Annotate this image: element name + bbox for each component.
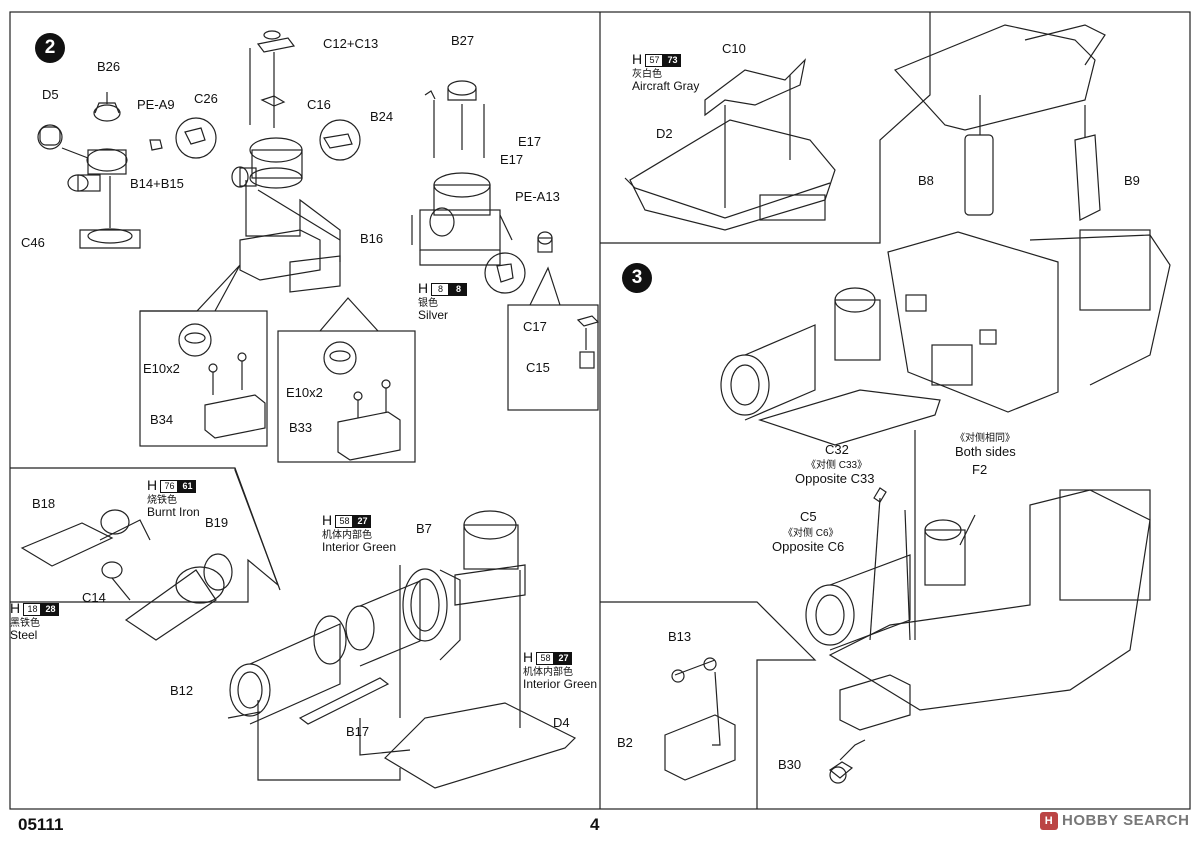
part-label-b16: B16	[360, 231, 384, 246]
opposite-c6-cn: 《对侧 C6》	[783, 528, 839, 539]
part-label-c5: C5	[800, 509, 817, 524]
part-label-c10: C10	[722, 41, 746, 56]
opposite-c33-cn: 《对侧 C33》	[806, 460, 868, 471]
part-label-b8: B8	[918, 173, 934, 188]
part-label-b24: B24	[370, 109, 394, 124]
part-label-c32: C32	[825, 442, 849, 457]
both-sides: Both sides	[955, 444, 1016, 459]
part-label-d4: D4	[553, 715, 570, 730]
part-label-f2: F2	[972, 462, 988, 477]
part-label-c46: C46	[21, 235, 45, 250]
part-label-b17: B17	[346, 724, 370, 739]
part-label-e17-top: E17	[518, 134, 542, 149]
part-label-c12-c13: C12+C13	[323, 36, 379, 51]
part-label-d2: D2	[656, 126, 673, 141]
part-label-b7: B7	[416, 521, 432, 536]
kit-code: 05111	[18, 815, 64, 834]
part-label-e10x2-right: E10x2	[286, 385, 323, 400]
part-label-b18: B18	[32, 496, 56, 511]
part-label-pe-a9: PE-A9	[137, 97, 175, 112]
part-label-b34: B34	[150, 412, 174, 427]
page-number: 4	[590, 815, 600, 834]
part-label-b30: B30	[778, 757, 802, 772]
part-label-e17-bottom: E17	[500, 152, 524, 167]
opposite-c33: Opposite C33	[795, 471, 875, 486]
part-label-e10x2-left: E10x2	[143, 361, 180, 376]
part-label-b12: B12	[170, 683, 194, 698]
part-label-b27: B27	[451, 33, 475, 48]
part-label-b26: B26	[97, 59, 121, 74]
part-label-c16: C16	[307, 97, 331, 112]
part-label-pe-a13: PE-A13	[515, 189, 560, 204]
step-number-3: 3	[622, 263, 652, 293]
part-label-c17: C17	[523, 319, 547, 334]
part-label-b19: B19	[205, 515, 229, 530]
opposite-c6: Opposite C6	[772, 539, 845, 554]
part-label-b2: B2	[617, 735, 633, 750]
part-label-b14-b15: B14+B15	[130, 176, 184, 191]
watermark-text: HOBBY SEARCH	[1062, 812, 1190, 829]
part-label-b9: B9	[1124, 173, 1140, 188]
step-number-2: 2	[35, 33, 65, 63]
both-sides-cn: 《对侧相同》	[955, 433, 1015, 444]
part-label-c26: C26	[194, 91, 218, 106]
part-label-c15: C15	[526, 360, 550, 375]
part-label-b33: B33	[289, 420, 313, 435]
watermark-logo-icon: H	[1040, 812, 1058, 831]
part-label-d5: D5	[42, 87, 59, 102]
part-label-c14: C14	[82, 590, 106, 605]
part-label-b13: B13	[668, 629, 692, 644]
